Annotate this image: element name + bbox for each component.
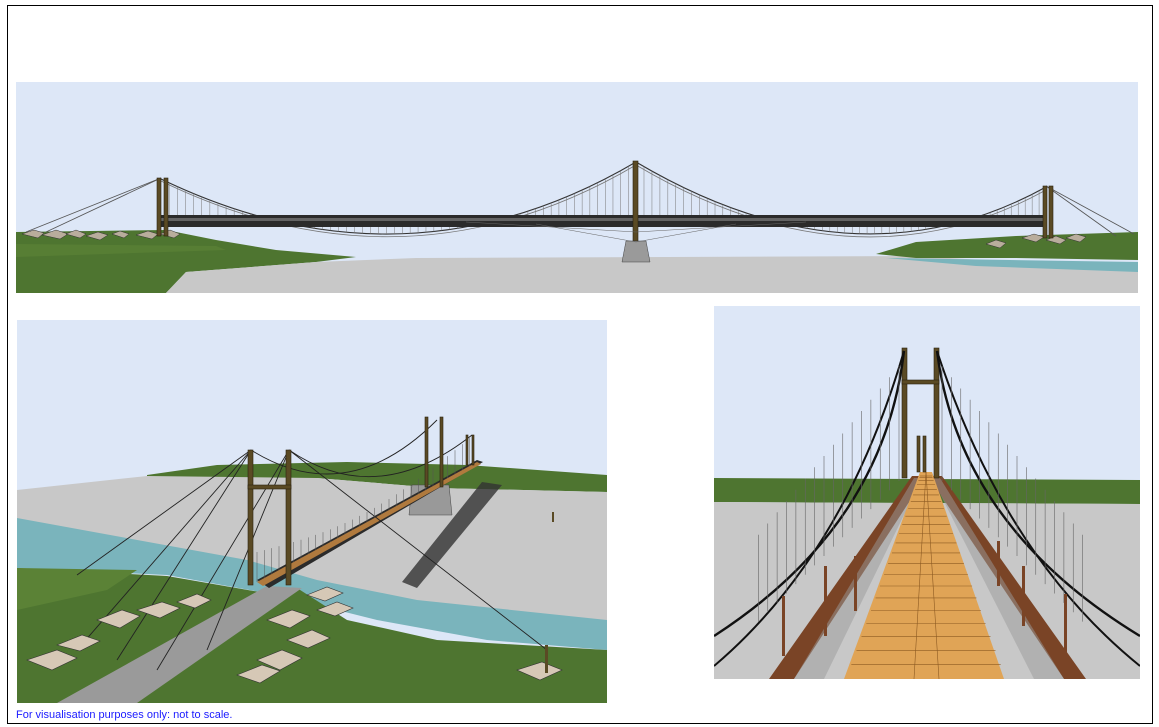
deck-level-view bbox=[714, 306, 1140, 679]
side-elevation-view bbox=[16, 82, 1138, 293]
disclaimer-caption: For visualisation purposes only: not to … bbox=[16, 709, 233, 721]
figure-frame bbox=[7, 5, 1153, 724]
aerial-perspective-view bbox=[17, 320, 607, 703]
